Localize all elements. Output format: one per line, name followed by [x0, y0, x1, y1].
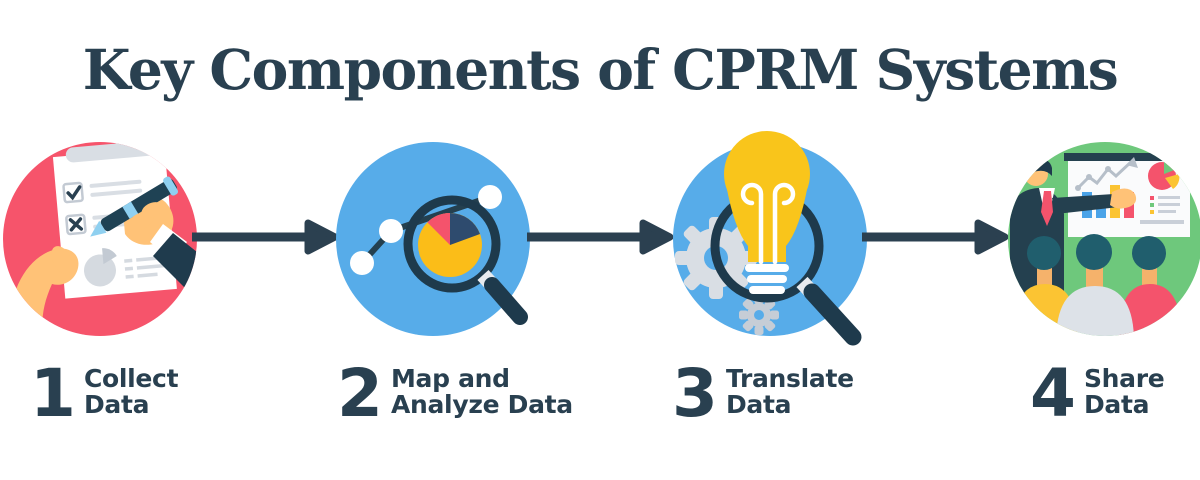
- pen-icon: [90, 176, 179, 237]
- arrow-right-icon: [192, 219, 339, 255]
- arrow-right-icon: [862, 219, 1009, 255]
- magnifier-handle: [484, 277, 528, 325]
- step-number: 4: [1030, 355, 1076, 432]
- board-legend: [1150, 196, 1180, 214]
- audience: [1012, 234, 1182, 336]
- tie: [1041, 191, 1053, 226]
- presenter-hand: [1110, 188, 1137, 209]
- step-number: 1: [30, 355, 76, 432]
- translate-data-icon: [673, 131, 867, 346]
- lightbulb-icon: [724, 131, 810, 294]
- board-line-chart-icon: [1075, 157, 1138, 191]
- collect-data-icon: [3, 142, 197, 336]
- audience-member: [1056, 234, 1134, 336]
- magnifier-ring-icon: [403, 195, 501, 293]
- mini-pie-chart-icon: [83, 248, 117, 287]
- step-number: 3: [672, 355, 718, 432]
- step-number: 2: [337, 355, 383, 432]
- map-analyze-data-icon: [336, 142, 530, 336]
- arrow-right-icon: [527, 219, 674, 255]
- magnifier-handle: [803, 283, 862, 346]
- pie-chart-icon: [418, 213, 482, 277]
- share-data-icon: [1008, 142, 1200, 336]
- page-title: Key Components of CPRM Systems: [82, 37, 1119, 102]
